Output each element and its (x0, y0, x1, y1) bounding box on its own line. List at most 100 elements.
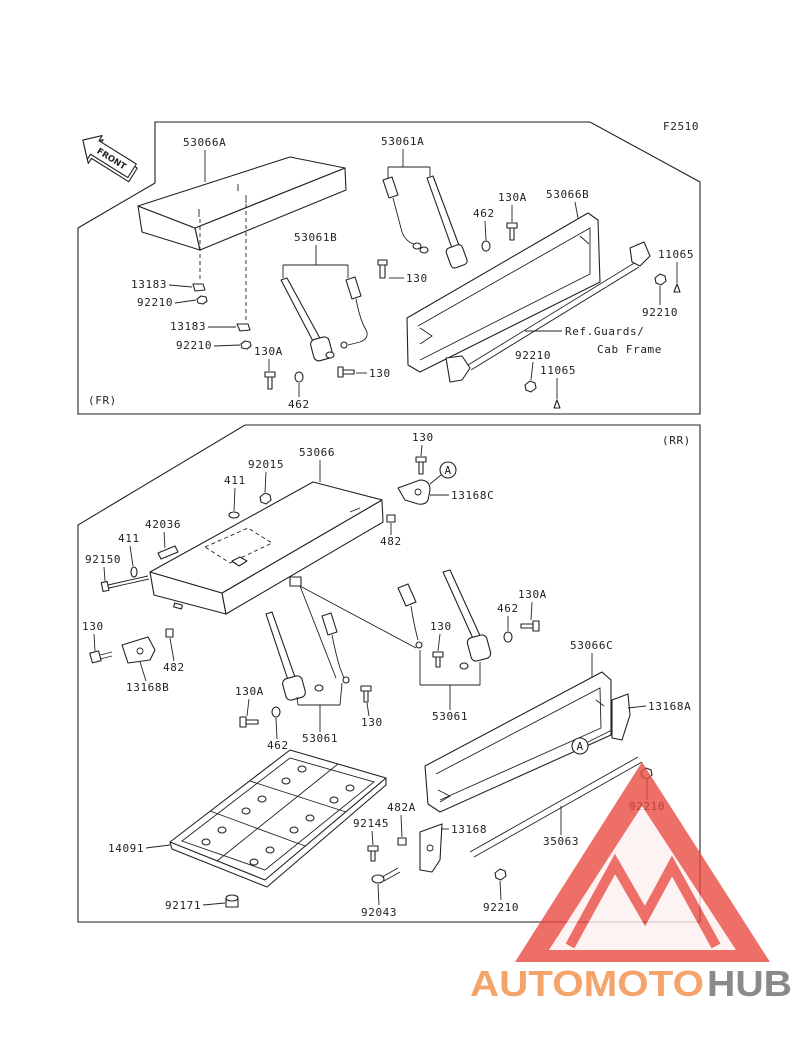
part-label: 13168A (648, 700, 691, 713)
cap-11065 (553, 399, 561, 409)
part-label: 130 (361, 716, 383, 729)
part-label: 130A (498, 191, 527, 204)
part-label: 92015 (248, 458, 284, 471)
washer-462 (503, 631, 513, 643)
part-label: 13168C (451, 489, 494, 502)
section-label-rear: (RR) (662, 434, 691, 447)
clip-13183 (236, 323, 251, 332)
part-label: 92210 (483, 901, 519, 914)
nut-92015 (259, 492, 272, 505)
washer-462 (271, 706, 281, 718)
backrest-rear (424, 671, 612, 813)
spacer-482 (165, 628, 174, 638)
nut-92210 (240, 340, 252, 350)
part-label: 130A (518, 588, 547, 601)
part-label: 130 (406, 272, 428, 285)
part-label: 13183 (170, 320, 206, 333)
part-label: 14091 (108, 842, 144, 855)
part-label: 92210 (176, 339, 212, 352)
nut-92210 (494, 868, 507, 881)
watermark-text-primary: AUTOMOTO (470, 963, 704, 1004)
part-label: 53061 (432, 710, 468, 723)
bolt-130 (432, 651, 444, 668)
bolt-130a (506, 222, 518, 241)
spacer-482 (386, 514, 396, 523)
seat-belt-53061-right (397, 569, 492, 670)
part-label: 53066B (546, 188, 589, 201)
part-label: 130A (254, 345, 283, 358)
part-label: 92171 (165, 899, 201, 912)
part-label: 35063 (543, 835, 579, 848)
part-label: 92043 (361, 906, 397, 919)
washer-462 (481, 240, 491, 252)
nut-92210 (524, 380, 537, 393)
part-label: 130 (430, 620, 452, 633)
bolt-130 (377, 259, 388, 279)
part-label: 92150 (85, 553, 121, 566)
part-label: 53061 (302, 732, 338, 745)
upper-leader-lines (168, 149, 678, 399)
figure-code: F2510 (663, 120, 699, 133)
part-label: 13168B (126, 681, 169, 694)
callout-label: A (577, 740, 584, 753)
part-label: 53061B (294, 231, 337, 244)
part-label: 462 (497, 602, 519, 615)
callout-a: A (429, 461, 457, 485)
bracket-13168a (611, 693, 631, 741)
callout-a: A (571, 729, 613, 755)
part-label: 130 (369, 367, 391, 380)
bolt-130 (89, 650, 113, 664)
nut-92210 (196, 295, 208, 305)
guard-rod-35063 (469, 756, 643, 858)
part-label: 42036 (145, 518, 181, 531)
cap-11065 (673, 283, 681, 293)
bolt-92150 (100, 575, 150, 593)
upper-panel: 53066A 53061A 130A 462 53066B 11065 5306… (77, 121, 701, 415)
part-label: 13168 (451, 823, 487, 836)
part-label: 92210 (642, 306, 678, 319)
bolt-130 (415, 456, 427, 475)
part-label: 53061A (381, 135, 424, 148)
washer-411 (228, 511, 240, 519)
part-label: 53066 (299, 446, 335, 459)
part-label: 11065 (658, 248, 694, 261)
seat-belt-53061b (280, 276, 368, 362)
bracket-13168b (121, 636, 156, 664)
seat-belt-53061a (382, 175, 468, 269)
part-label: 13183 (131, 278, 167, 291)
section-label-front: (FR) (88, 394, 117, 407)
seat-cushion-front (137, 156, 347, 251)
floor-mat (169, 749, 387, 888)
seat-belt-53061-left (265, 611, 350, 701)
part-label: 53066C (570, 639, 613, 652)
foot-92171 (225, 894, 239, 908)
bolt-130 (360, 685, 372, 703)
part-label: 411 (224, 474, 246, 487)
bolt-130 (337, 366, 355, 378)
part-label: 92210 (515, 349, 551, 362)
watermark-logo: AUTOMOTO HUB (470, 762, 792, 1004)
lower-panel-frame (77, 424, 701, 923)
part-label: 411 (118, 532, 140, 545)
bolt-130a (520, 620, 540, 632)
part-label: 92145 (353, 817, 389, 830)
spacer-482a (397, 837, 407, 846)
bolt-92043 (371, 867, 401, 884)
upper-panel-frame (77, 121, 701, 415)
part-label: 462 (288, 398, 310, 411)
seat-cushion-rear (149, 481, 384, 615)
part-label: 11065 (540, 364, 576, 377)
bracket-13168 (419, 823, 443, 873)
lower-leader-lines (93, 444, 648, 906)
part-label: 482 (163, 661, 185, 674)
part-label: 130A (235, 685, 264, 698)
bolt-92145 (367, 845, 379, 862)
pin-42036 (157, 545, 179, 560)
washer-411 (130, 566, 138, 578)
part-label: 53066A (183, 136, 226, 149)
part-label: 130 (82, 620, 104, 633)
bolt-130a (239, 716, 259, 728)
triangle-logo-icon (515, 762, 770, 962)
part-label: 462 (267, 739, 289, 752)
